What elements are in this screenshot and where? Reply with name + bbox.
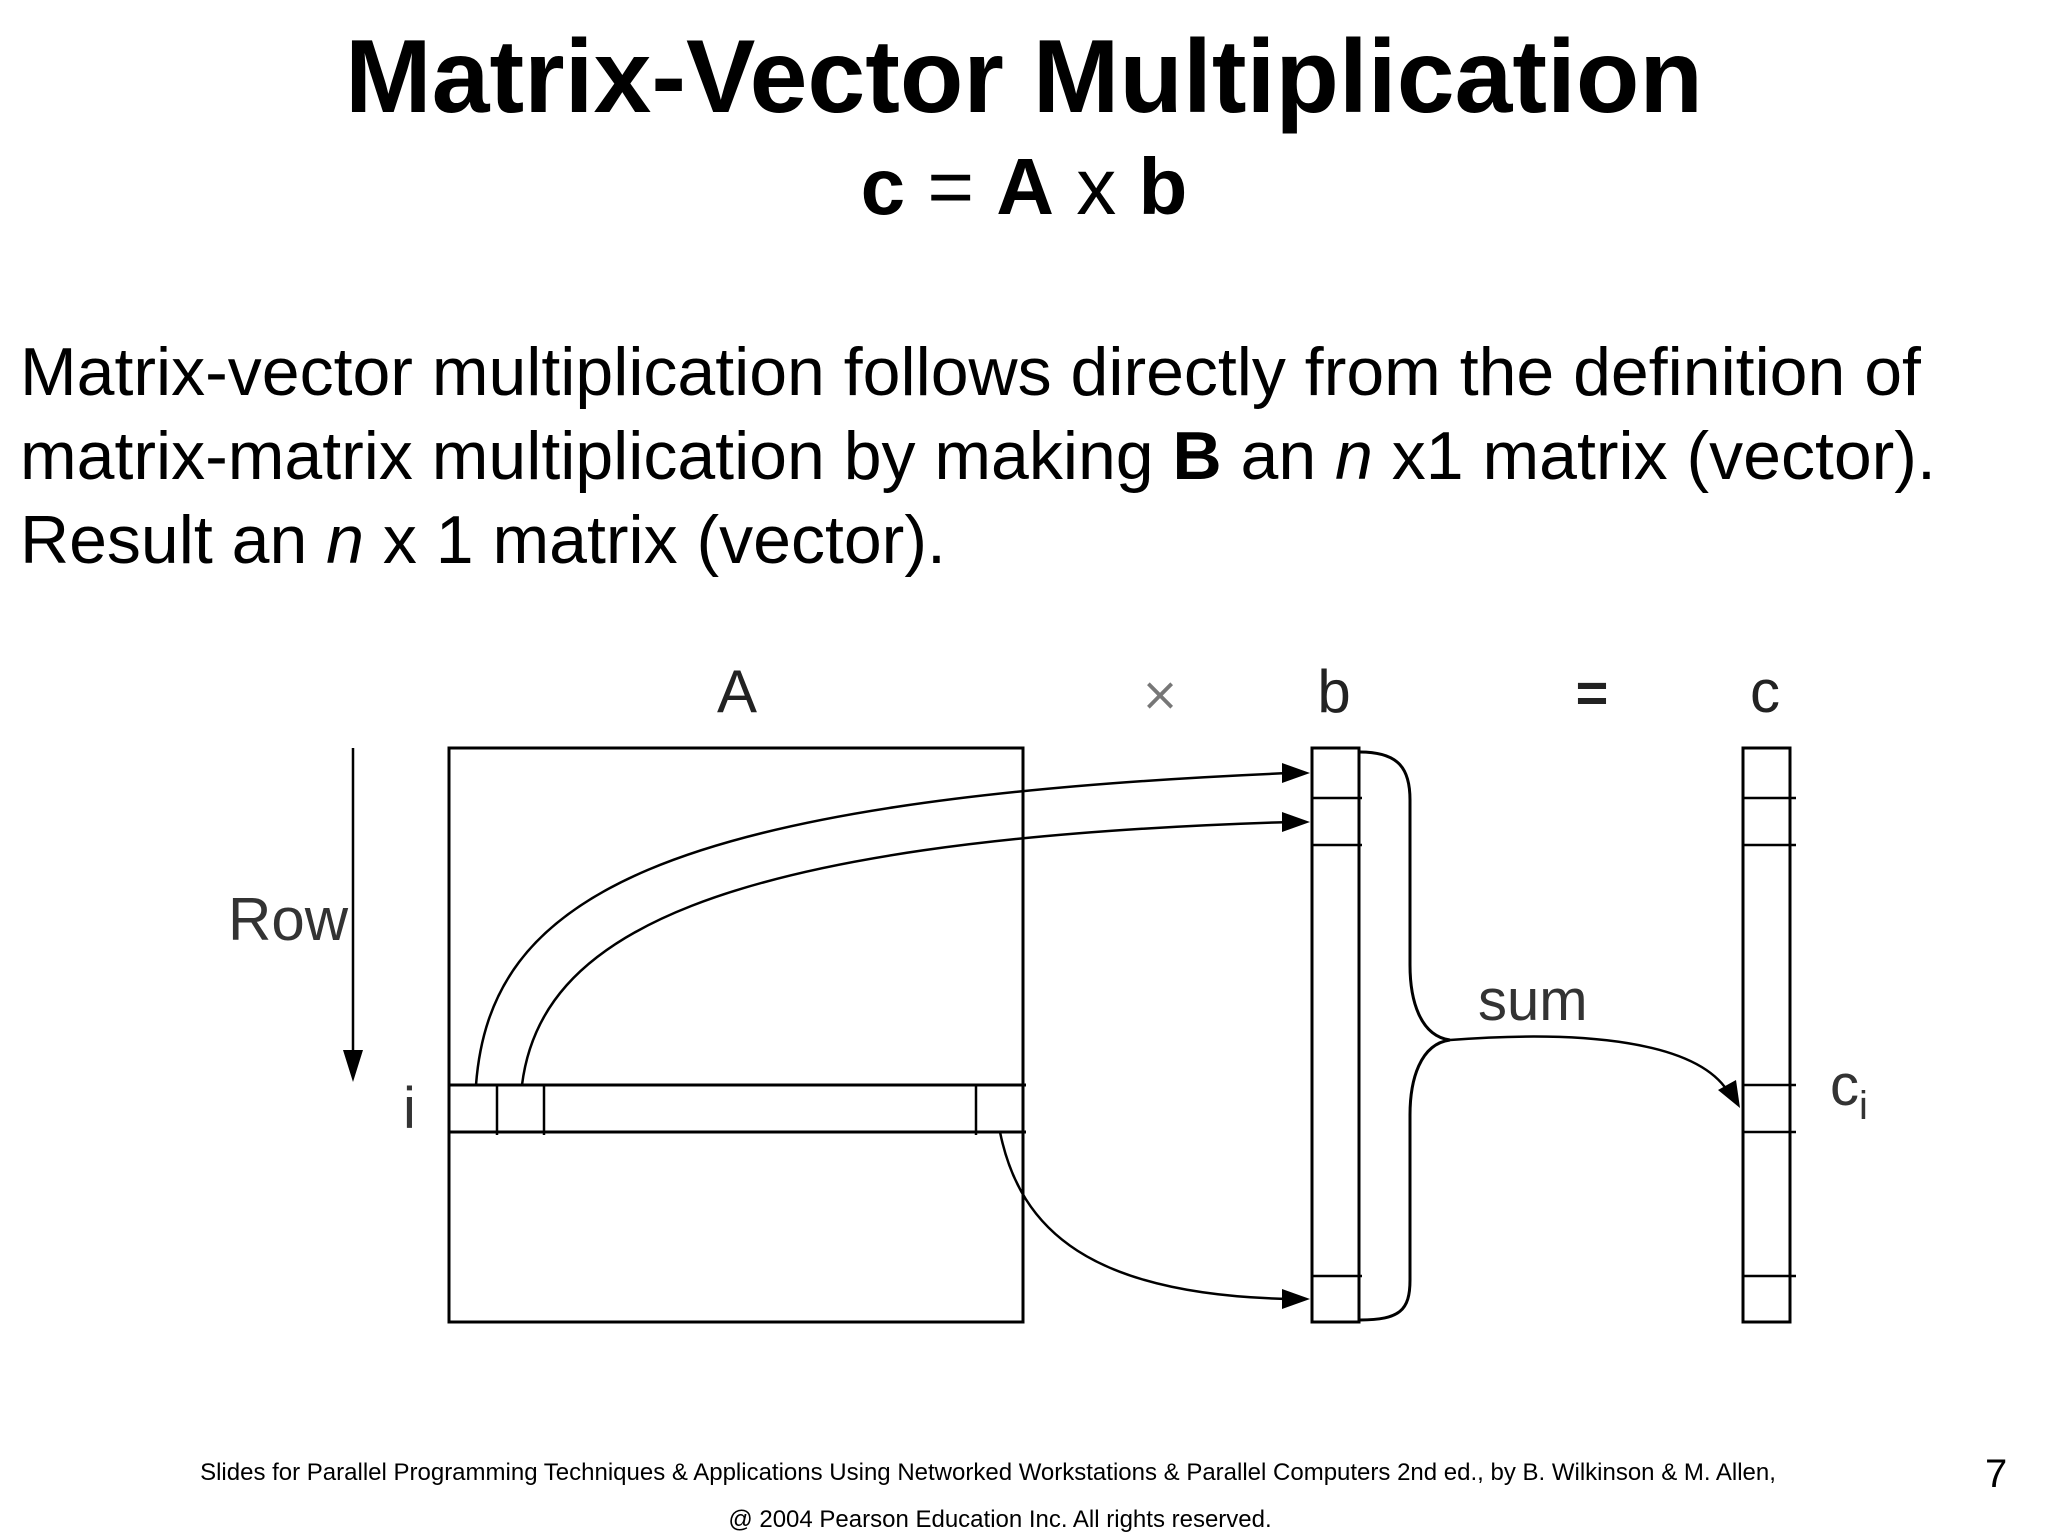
page-number: 7 bbox=[1985, 1452, 2008, 1496]
label-ci-sub: i bbox=[1859, 1084, 1868, 1128]
paragraph-line-1: Matrix-vector multiplication follows dir… bbox=[20, 334, 1921, 410]
vector-b bbox=[1310, 746, 1361, 1324]
footer-credit: Slides for Parallel Programming Techniqu… bbox=[200, 1459, 1776, 1486]
line2-n: n bbox=[1335, 418, 1373, 494]
arrow-head-bn bbox=[1282, 1289, 1310, 1309]
label-i: i bbox=[403, 1076, 416, 1141]
eq-A: A bbox=[996, 142, 1055, 231]
arrow-head-b2 bbox=[1282, 812, 1310, 832]
footer-copyright: @ 2004 Pearson Education Inc. All rights… bbox=[728, 1506, 1272, 1533]
sum-arrow bbox=[1449, 1035, 1732, 1096]
label-ci-main: c bbox=[1830, 1053, 1859, 1118]
label-row: Row bbox=[228, 886, 349, 953]
label-equals: = bbox=[1576, 661, 1609, 724]
equation-subtitle: c = A x b bbox=[0, 142, 2048, 232]
line3-n: n bbox=[326, 502, 364, 578]
label-sum: sum bbox=[1478, 968, 1588, 1033]
sum-brace bbox=[1359, 750, 1451, 1322]
paragraph-line-3: Result an n x 1 matrix (vector). bbox=[20, 498, 2040, 582]
label-c: c bbox=[1750, 658, 1780, 725]
sum-arrow-head bbox=[1718, 1080, 1740, 1108]
label-times: × bbox=[1141, 667, 1180, 721]
matrix-A bbox=[447, 746, 1025, 1324]
arrow-head-b1 bbox=[1282, 763, 1310, 783]
line2-part-d: x1 matrix (vector). bbox=[1372, 418, 1936, 494]
paragraph-line-2: matrix-matrix multiplication by making B… bbox=[20, 414, 2040, 498]
line2-B: B bbox=[1172, 418, 1222, 494]
arrow-row-elem1-to-b1 bbox=[474, 771, 1291, 1086]
eq-equals: = bbox=[905, 142, 997, 231]
arrow-row-last-to-bn bbox=[998, 1131, 1291, 1301]
line2-part-c: an bbox=[1221, 418, 1336, 494]
eq-times: x bbox=[1054, 142, 1139, 231]
arrow-row-elem2-to-b2 bbox=[520, 820, 1291, 1086]
body-paragraph: Matrix-vector multiplication follows dir… bbox=[20, 330, 2040, 582]
eq-c: c bbox=[860, 142, 906, 231]
line3-part-b: x 1 matrix (vector). bbox=[364, 502, 946, 578]
row-arrow-head bbox=[343, 1050, 363, 1082]
line2-part-a: matrix-matrix multiplication by making bbox=[20, 418, 1173, 494]
line3-part-a: Result an bbox=[20, 502, 327, 578]
eq-b: b bbox=[1138, 142, 1188, 231]
slide-title: Matrix-Vector Multiplication bbox=[345, 19, 1703, 135]
vector-c bbox=[1741, 746, 1792, 1324]
label-ci: ci bbox=[1830, 1053, 1868, 1128]
label-b: b bbox=[1317, 658, 1350, 725]
label-A: A bbox=[717, 658, 757, 725]
